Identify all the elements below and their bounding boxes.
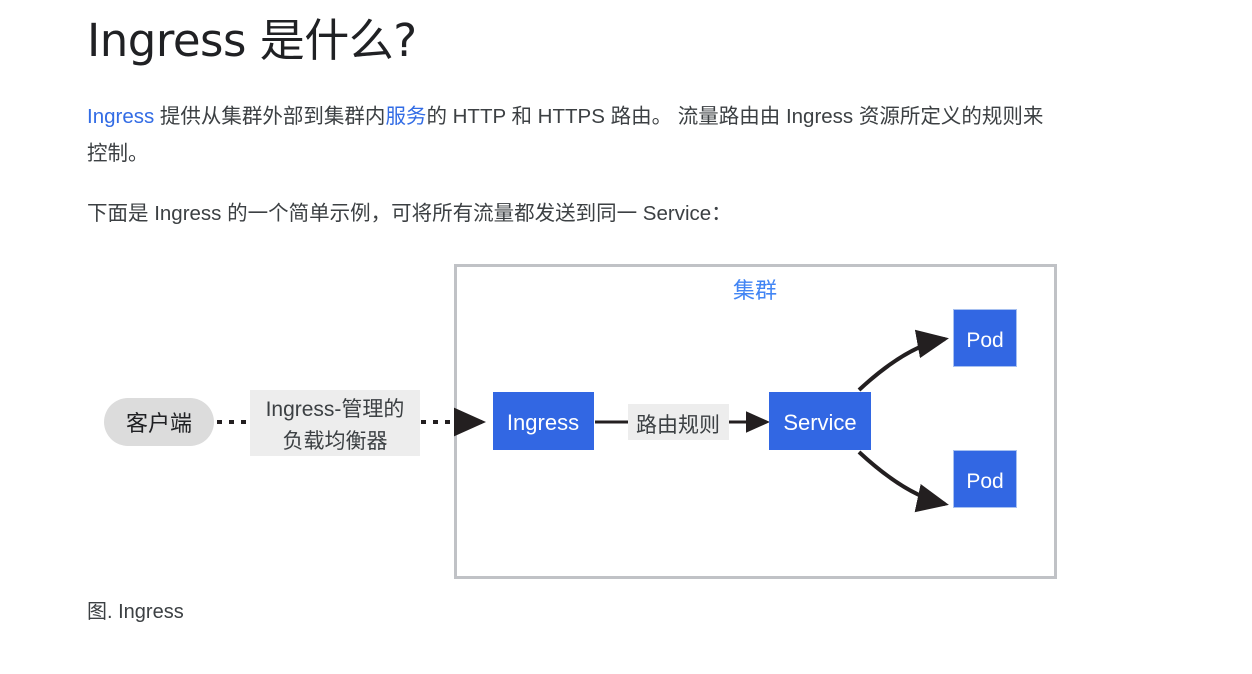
ingress-diagram: 集群 客户端 Ingress-管理的 负载均衡器 Ingress 路由规则 [104, 264, 1057, 579]
article-content: Ingress 是什么? Ingress 提供从集群外部到集群内服务的 HTTP… [87, 0, 1087, 626]
pod-node-top-label: Pod [966, 329, 1003, 352]
ingress-figure: 集群 客户端 Ingress-管理的 负载均衡器 Ingress 路由规则 [87, 258, 1087, 598]
edge-label-routing-background [628, 404, 729, 440]
edge-label-lb-background [250, 390, 420, 456]
pod-node-bottom [953, 450, 1017, 508]
paragraph-intro-text-2: 的 HTTP 和 HTTPS 路由。 流量路由由 Ingress 资源所定义的规… [87, 105, 1044, 165]
paragraph-intro: Ingress 提供从集群外部到集群内服务的 HTTP 和 HTTPS 路由。 … [87, 98, 1062, 172]
edge-service-to-pod-bottom [857, 450, 949, 513]
edge-label-lb-line2: 负载均衡器 [283, 430, 388, 453]
client-node [104, 398, 214, 446]
ingress-node-label: Ingress [507, 410, 579, 435]
cluster-label: 集群 [733, 278, 777, 303]
edge-label-lb-line1: Ingress-管理的 [266, 398, 405, 421]
pod-node-bottom-label: Pod [966, 470, 1003, 493]
link-ingress[interactable]: Ingress [87, 105, 155, 128]
paragraph-example: 下面是 Ingress 的一个简单示例，可将所有流量都发送到同一 Service… [87, 202, 732, 225]
page-title: Ingress 是什么? [87, 14, 417, 67]
edge-service-to-pod-top [857, 329, 949, 392]
pod-node-top [953, 309, 1017, 367]
ingress-node [493, 392, 594, 450]
service-node [769, 392, 871, 450]
paragraph-intro-text-1: 提供从集群外部到集群内 [154, 105, 386, 128]
client-node-label: 客户端 [126, 411, 192, 436]
service-node-label: Service [783, 410, 856, 435]
link-service[interactable]: 服务 [385, 105, 427, 128]
figure-caption: 图. Ingress [87, 601, 184, 623]
edge-label-routing-rules: 路由规则 [636, 414, 720, 437]
